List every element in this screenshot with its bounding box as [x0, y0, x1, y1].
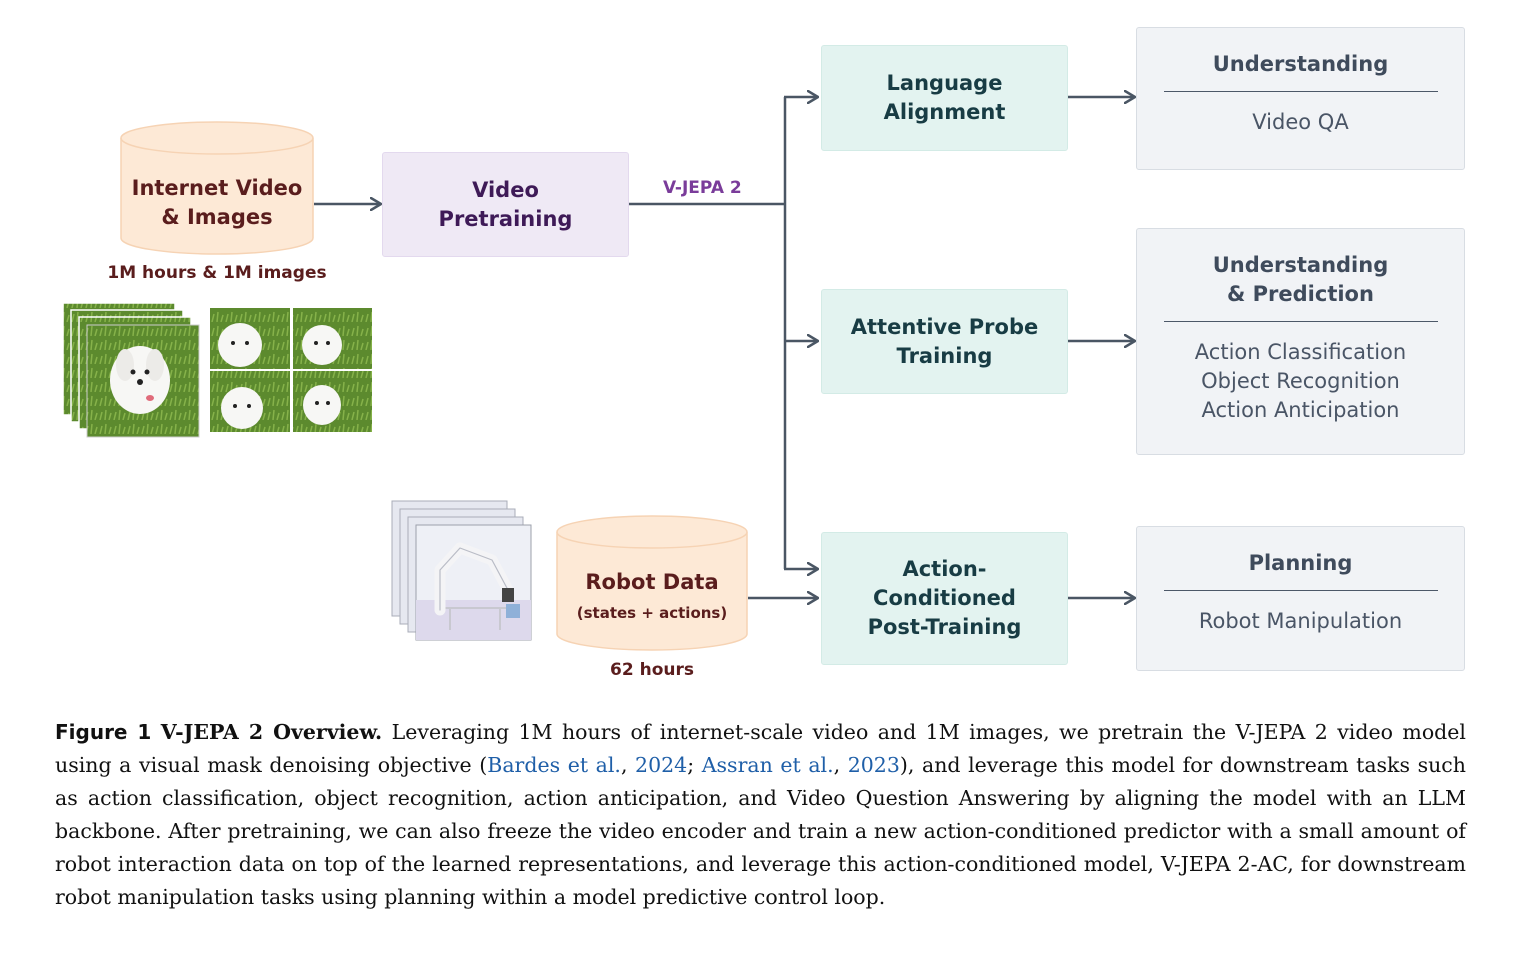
dog-photo-stack: [62, 302, 200, 438]
action-conditioned-label: Action- Conditioned Post-Training: [867, 557, 1022, 639]
understanding-title: Understanding: [1212, 52, 1389, 76]
attentive-probe-label: Attentive Probe Training: [850, 314, 1039, 368]
item-action-classification: Action Classification: [1194, 340, 1407, 364]
internet-data-count: 1M hours & 1M images: [107, 263, 327, 283]
planning-divider: [1163, 590, 1438, 591]
item-object-recognition: Object Recognition: [1201, 369, 1400, 393]
caption-sep-1: ,: [620, 753, 636, 777]
understanding-prediction-title: Understanding & Prediction: [1212, 253, 1389, 306]
understanding-prediction-box: Understanding & Prediction Action Classi…: [1136, 228, 1465, 455]
item-robot-manipulation: Robot Manipulation: [1198, 609, 1403, 633]
citation-bardes-year[interactable]: 2024: [635, 753, 688, 777]
caption-sep-2: ;: [687, 753, 702, 777]
understanding-item-video-qa: Video QA: [1252, 110, 1349, 134]
caption-text-1: Leveraging 1M hours of internet-scale vi…: [55, 720, 1466, 777]
citation-bardes-authors[interactable]: Bardes et al.: [487, 753, 621, 777]
dog-photo-grid: [210, 308, 372, 432]
planning-title: Planning: [1248, 551, 1353, 575]
item-action-anticipation: Action Anticipation: [1201, 398, 1400, 422]
diagram-graphics: [62, 0, 1524, 651]
planning-box: Planning Robot Manipulation: [1136, 526, 1465, 671]
internet-data-label: Internet Video & Images: [131, 176, 303, 229]
robot-data-count: 62 hours: [610, 660, 694, 680]
internet-data-cylinder: [120, 121, 314, 255]
caption-text-2: ), and leverage this model for downstrea…: [55, 753, 1466, 909]
overview-diagram: Internet Video & Images 1M hours & 1M im…: [62, 0, 1524, 680]
figure-caption: Figure 1 V-JEPA 2 Overview. Leveraging 1…: [55, 716, 1466, 914]
robot-photo-stack: [391, 500, 532, 641]
citation-assran-authors[interactable]: Assran et al.: [701, 753, 834, 777]
language-alignment-box: Language Alignment: [821, 45, 1068, 151]
action-conditioned-box: Action- Conditioned Post-Training: [821, 532, 1068, 665]
vjepa2-label: V-JEPA 2: [663, 178, 742, 198]
caption-sep-3: ,: [833, 753, 848, 777]
citation-assran-year[interactable]: 2023: [847, 753, 900, 777]
robot-data-label: Robot Data: [585, 570, 719, 594]
figure-label: Figure 1: [55, 720, 152, 744]
understanding-divider: [1163, 91, 1438, 92]
understanding-box: Understanding Video QA: [1136, 27, 1465, 170]
figure-title: V-JEPA 2 Overview.: [160, 720, 383, 744]
understanding-prediction-divider: [1163, 321, 1438, 322]
video-pretraining-label: Video Pretraining: [438, 177, 573, 231]
robot-data-sublabel: (states + actions): [576, 604, 728, 622]
language-alignment-label: Language Alignment: [883, 71, 1006, 124]
attentive-probe-box: Attentive Probe Training: [821, 289, 1068, 394]
video-pretraining-box: Video Pretraining: [382, 152, 629, 257]
robot-data-cylinder: [556, 515, 748, 651]
